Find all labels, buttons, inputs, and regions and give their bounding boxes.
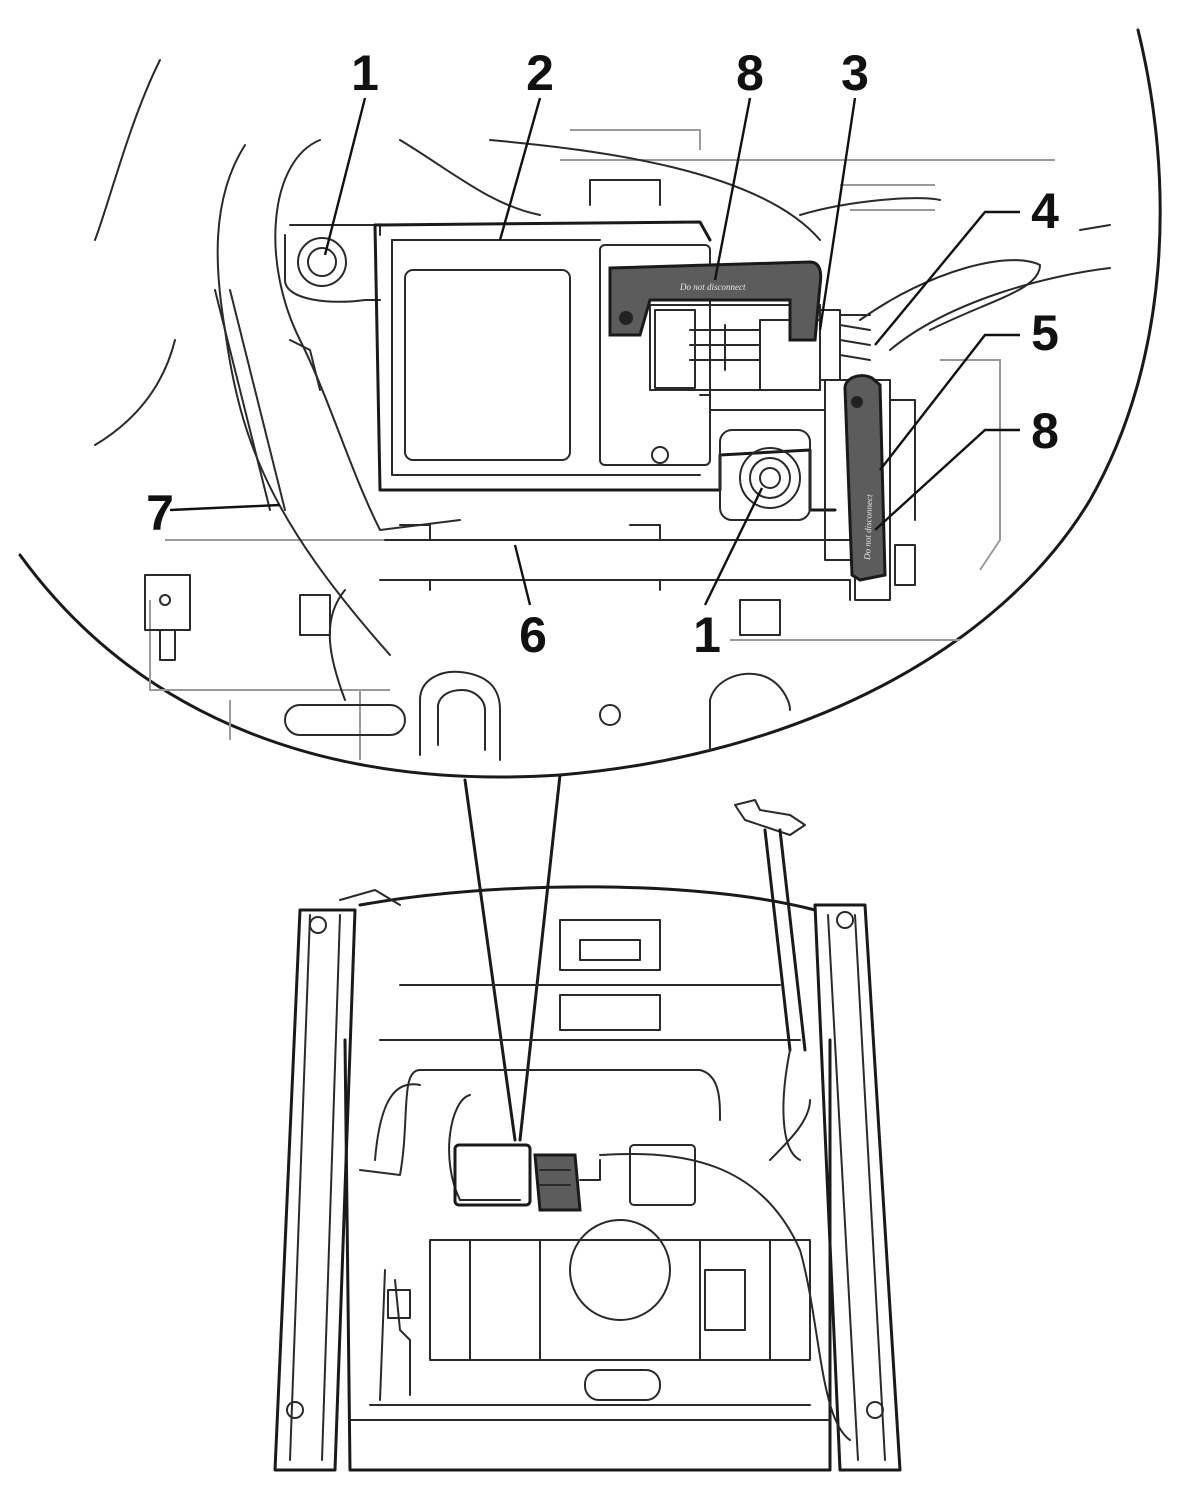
callout-5: 5	[1031, 305, 1059, 361]
callout-3: 3	[841, 45, 869, 101]
callout-8-top: 8	[736, 45, 764, 101]
callout-labels: 1 2 8 3 4 5 8 7 6 1	[146, 45, 1059, 663]
callout-4: 4	[1031, 183, 1059, 239]
seat-frame-overview	[273, 799, 902, 1472]
callout-2: 2	[526, 45, 554, 101]
side-tag-text: Do not disconnect	[862, 494, 874, 561]
upper-tag-text: Do not disconnect	[679, 282, 746, 292]
detail-magnifier: Do not disconnect Do not disconnect	[18, 28, 1162, 1142]
leader-lines	[169, 97, 1020, 606]
callout-1-bottom: 1	[693, 607, 721, 663]
callout-7: 7	[146, 485, 174, 541]
callout-6: 6	[519, 607, 547, 663]
callout-1-top: 1	[351, 45, 379, 101]
callout-8-side: 8	[1031, 403, 1059, 459]
